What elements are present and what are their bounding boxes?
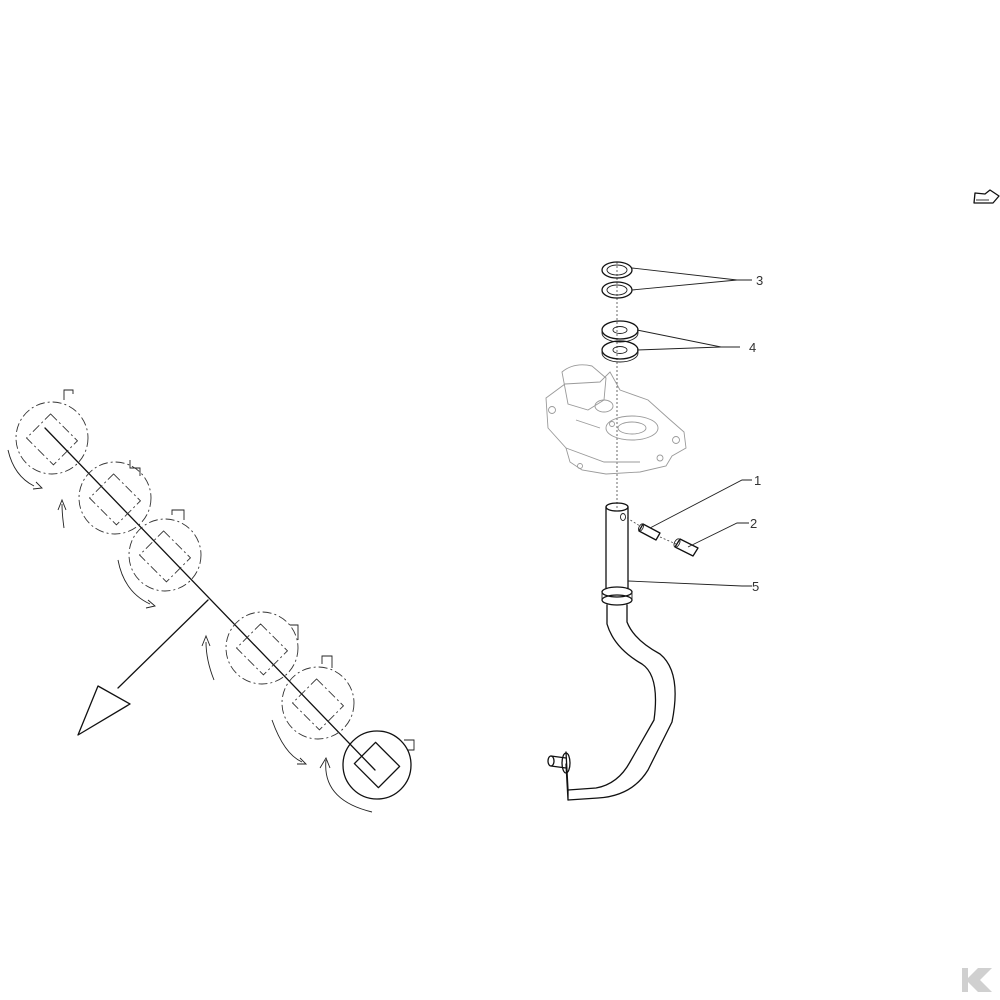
mower-bar-schematic	[7, 389, 415, 813]
part-3-ring[interactable]	[601, 261, 633, 279]
part-4-washer[interactable]	[601, 340, 639, 363]
part-4-washer[interactable]	[601, 320, 639, 343]
brand-logo-icon	[962, 968, 992, 992]
callout-5: 5	[752, 579, 759, 594]
callout-3: 3	[756, 273, 763, 288]
callout-2: 2	[750, 516, 757, 531]
cutter-disc	[57, 460, 152, 535]
cutter-disc	[7, 389, 89, 490]
gearbox-housing-ghost	[545, 364, 687, 475]
cutter-disc	[117, 509, 202, 609]
cutter-disc-outer	[319, 730, 415, 813]
part-5-crank-shaft[interactable]	[547, 502, 676, 801]
part-1-pin[interactable]	[626, 517, 661, 541]
travel-direction-arrow-icon	[77, 599, 209, 736]
leader-lines	[627, 267, 752, 587]
callout-4: 4	[749, 340, 756, 355]
direction-arrow-icon[interactable]	[973, 189, 1000, 204]
cutter-disc	[271, 655, 355, 765]
callout-1: 1	[754, 473, 761, 488]
part-2-pin[interactable]	[659, 536, 699, 557]
cutter-disc	[201, 611, 299, 685]
